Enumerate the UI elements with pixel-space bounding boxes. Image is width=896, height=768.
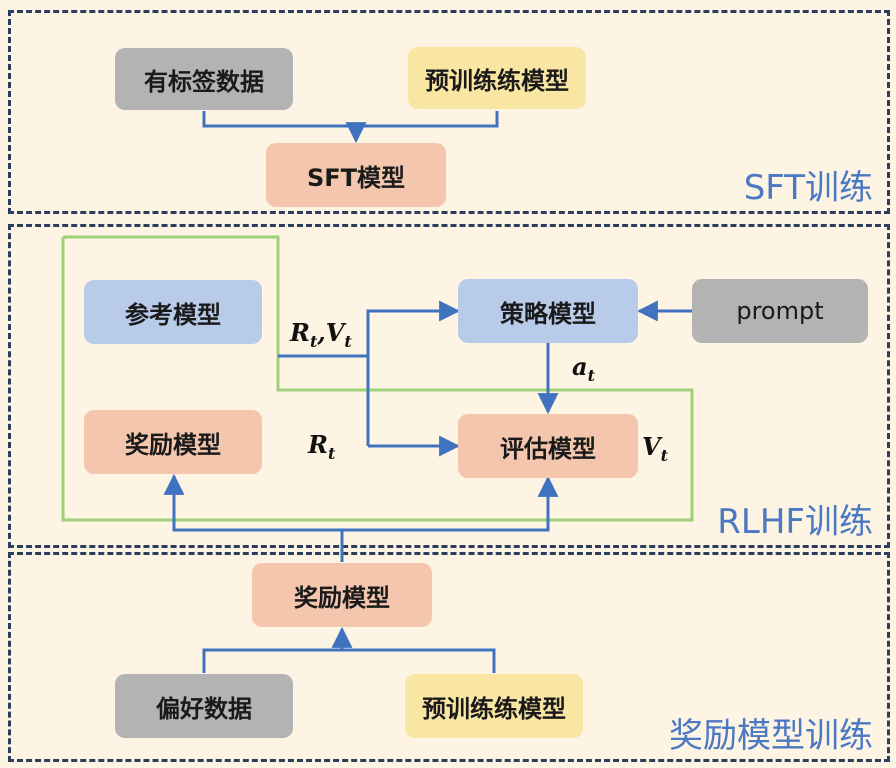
reference-model-box[interactable]: 参考模型 [84, 280, 262, 344]
reward-model-label-training: 奖励模型 [294, 583, 390, 612]
pretrained-model-label-sft: 预训练练模型 [425, 66, 569, 95]
arrow-labeled-to-sft [202, 111, 356, 128]
label-rt: Rt [308, 430, 336, 463]
arrow-pretrained-to-reward [331, 626, 496, 673]
rlhf-group-outline [61, 235, 694, 522]
critic-model-label: 评估模型 [500, 434, 596, 463]
labeled-data-box[interactable]: 有标签数据 [115, 48, 293, 110]
sft-model-label: SFT模型 [306, 163, 406, 192]
policy-model-box[interactable]: 策略模型 [458, 279, 638, 343]
prompt-label: prompt [736, 297, 824, 325]
rlhf-section: RLHF训练 [8, 224, 890, 548]
sft-section: SFT训练 [8, 10, 890, 214]
preference-data-box[interactable]: 偏好数据 [115, 674, 293, 738]
preference-data-label: 偏好数据 [156, 694, 252, 723]
reward-section-label: 奖励模型训练 [669, 716, 873, 756]
reward-model-box-training[interactable]: 奖励模型 [252, 563, 432, 627]
arrow-pretrained-to-sft [345, 111, 499, 144]
pretrained-model-box-reward[interactable]: 预训练练模型 [405, 674, 583, 738]
prompt-box[interactable]: prompt [692, 279, 868, 343]
policy-model-label: 策略模型 [500, 299, 596, 328]
arrow-to-policy [366, 300, 461, 446]
reference-model-label: 参考模型 [125, 300, 221, 329]
label-at: at [572, 352, 595, 385]
arrow-to-reward-rlhf [163, 473, 342, 532]
pretrained-model-label-reward: 预训练练模型 [422, 694, 566, 723]
label-vt: Vt [642, 432, 669, 465]
labeled-data-label: 有标签数据 [144, 67, 264, 96]
critic-model-box[interactable]: 评估模型 [458, 414, 638, 478]
reward-model-box-rlhf[interactable]: 奖励模型 [84, 410, 262, 474]
reward-model-label-rlhf: 奖励模型 [125, 430, 221, 459]
rlhf-section-label: RLHF训练 [717, 502, 873, 542]
arrow-to-critic-from-reward [342, 475, 559, 532]
pretrained-model-box-sft[interactable]: 预训练练模型 [408, 47, 586, 109]
sft-section-label: SFT训练 [743, 168, 873, 208]
arrow-preference-to-reward [202, 648, 342, 673]
reward-section: 奖励模型训练 [8, 552, 890, 762]
sft-model-box[interactable]: SFT模型 [266, 143, 446, 207]
label-rt-vt: Rt,Vt [290, 318, 352, 351]
